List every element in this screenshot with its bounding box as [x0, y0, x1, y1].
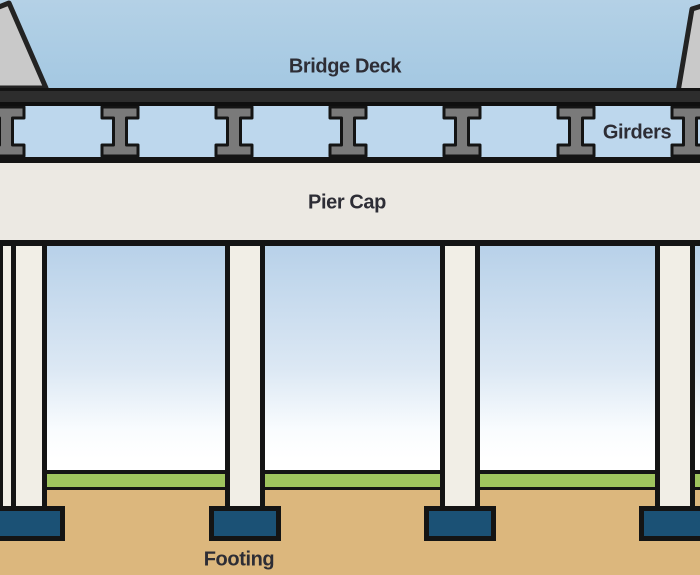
- grass-strip: [0, 474, 700, 487]
- tower-pylon-right: [675, 3, 700, 95]
- pier-cap-band: [0, 163, 700, 240]
- soil-ground: [0, 490, 700, 575]
- column-footing-2: [209, 506, 281, 541]
- grass-bottom-edge: [0, 487, 700, 490]
- tower-pylon-left: [0, 0, 49, 91]
- bridge-deck-label: Bridge Deck: [288, 55, 402, 78]
- pier-column-2: [225, 246, 265, 512]
- pier-column-1: [11, 246, 47, 512]
- pier-cap-label: Pier Cap: [308, 191, 386, 214]
- grass-top-edge: [0, 470, 700, 474]
- girder-row: [0, 106, 700, 157]
- pier-column-4: [655, 246, 695, 512]
- column-footing-3: [424, 506, 496, 541]
- girder-beam: [442, 106, 482, 157]
- girder-beam: [100, 106, 140, 157]
- tower-pylon-left-shape: [0, 0, 49, 91]
- footing-label: Footing: [203, 548, 275, 571]
- sky-background-lower: [0, 246, 700, 470]
- pier-column-partial-left: [0, 246, 11, 512]
- tower-pylon-right-shape: [675, 3, 700, 95]
- girder-beam: [328, 106, 368, 157]
- girder-beam: [0, 106, 26, 157]
- pier-cap-bottom-line: [0, 240, 700, 246]
- girder-beam: [214, 106, 254, 157]
- girder-beam: [556, 106, 596, 157]
- girder-beam: [670, 106, 700, 157]
- bridge-deck-bar: [0, 88, 700, 106]
- sky-background-upper: [0, 0, 700, 88]
- girder-bottom-line: [0, 157, 700, 163]
- column-footing-1: [0, 506, 65, 541]
- pier-column-3: [440, 246, 480, 512]
- girders-label: Girders: [602, 121, 672, 144]
- column-footing-4: [639, 506, 700, 541]
